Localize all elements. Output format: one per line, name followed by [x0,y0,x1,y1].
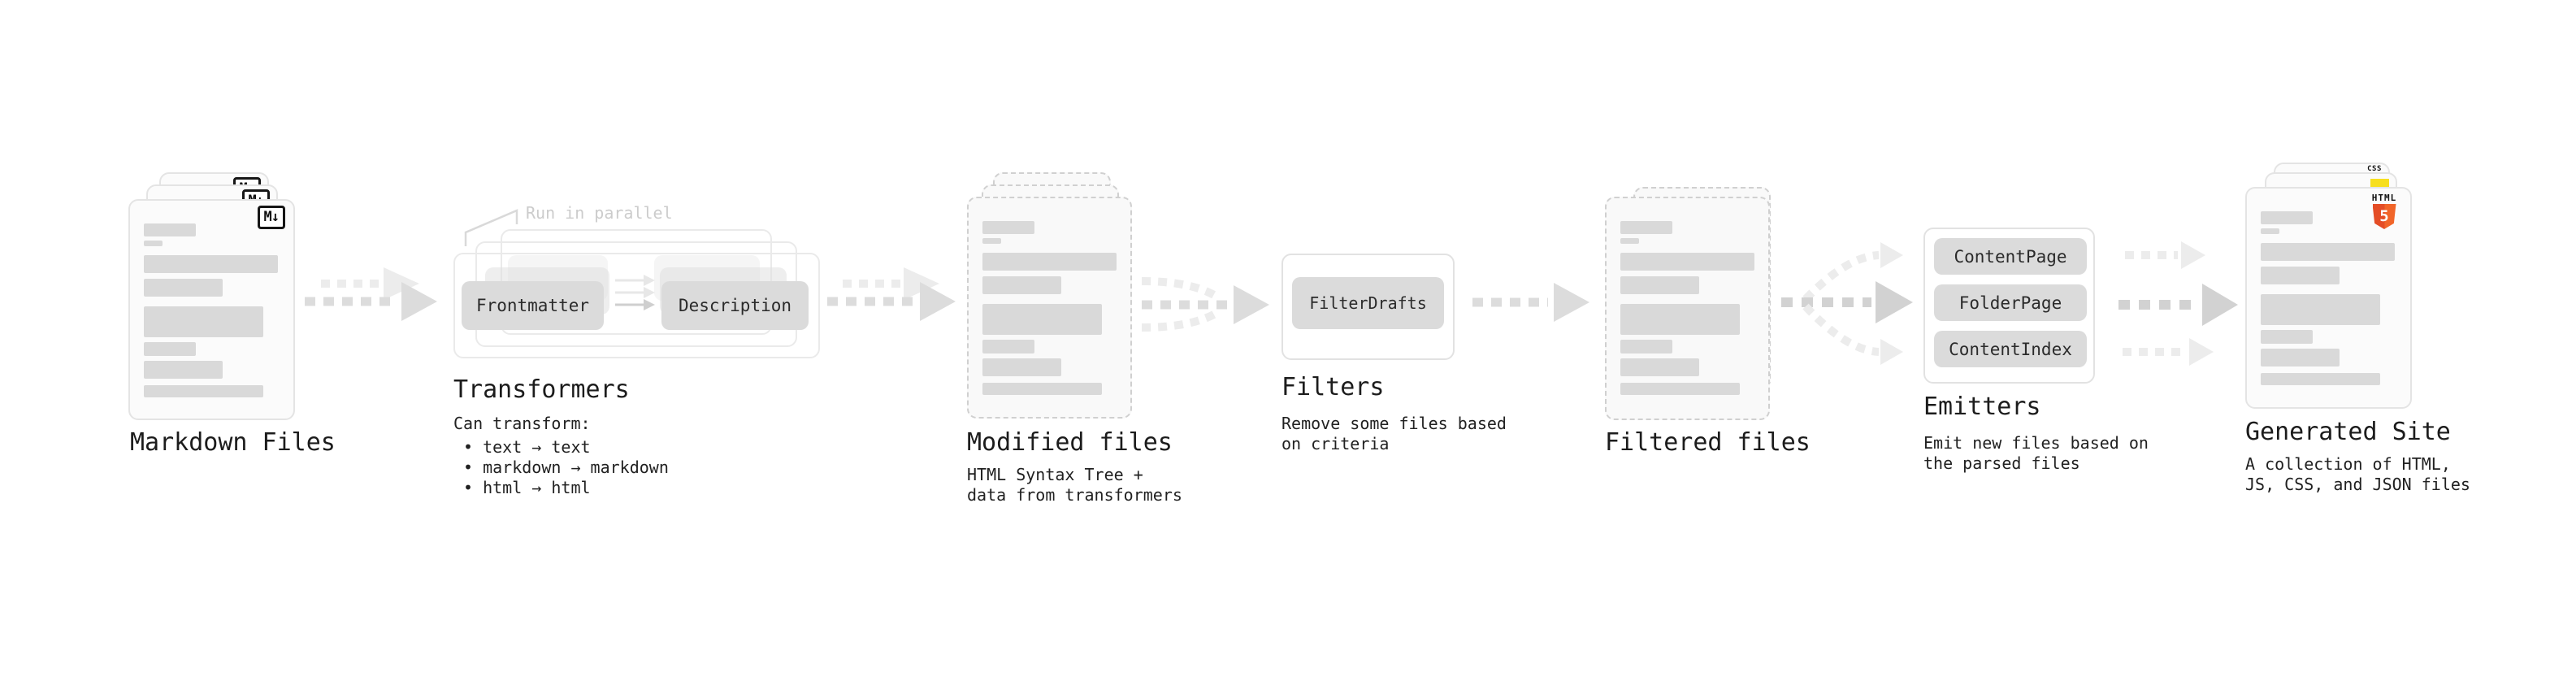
generated-file-card-front: HTML 5 [2245,187,2412,409]
placeholder-bar [982,253,1117,271]
placeholder-bar [2261,373,2380,385]
bullet-item: • html → html [463,478,591,497]
placeholder-bar [2261,243,2395,261]
generated-site-desc: A collection of HTML, JS, CSS, and JSON … [2245,454,2470,495]
modified-file-card-front [967,197,1132,419]
markdown-file-card-front: M↓ [128,199,295,420]
node-description: Description [661,281,809,330]
html5-icon-label: HTML [2371,193,2397,203]
transformers-bullet-list: • text → text • markdown → markdown • ht… [453,437,669,498]
arrow-filters-to-filtered [1472,283,1589,322]
transformers-desc-title: Can transform: [453,414,591,433]
html5-icon: HTML 5 [2366,193,2402,229]
file-content-placeholder [1620,221,1754,395]
node-filter-drafts: FilterDrafts [1292,277,1444,329]
placeholder-bar [982,221,1034,234]
arrow-markdown-to-transformers [305,267,437,321]
node-frontmatter: Frontmatter [462,281,604,330]
filters-desc: Remove some files based on criteria [1281,414,1507,454]
stage-label-transformers: Transformers [453,375,630,404]
emitters-box [1923,228,2095,384]
placeholder-bar [2261,211,2313,224]
placeholder-bar [144,361,223,379]
arrow-emitters-to-generated [2118,241,2238,366]
placeholder-bar [1620,276,1699,294]
transformer-box-front [453,253,820,358]
desc-line: data from transformers [967,485,1182,505]
filtered-file-card-front [1605,197,1770,420]
html5-icon-number: 5 [2379,207,2389,225]
desc-line: Emit new files based on [1923,433,2149,453]
stage-label-modified-files: Modified files [967,428,1173,457]
placeholder-bar [1620,340,1672,354]
arrow-transformers-to-modified [827,267,956,321]
stage-label-generated-site: Generated Site [2245,418,2451,446]
placeholder-bar [2261,267,2340,284]
arrow-filtered-to-emitters [1781,242,1913,365]
desc-line: HTML Syntax Tree + [967,465,1143,484]
placeholder-bar [982,238,1001,244]
placeholder-bar [144,342,196,356]
placeholder-bar [144,223,196,236]
placeholder-bar [982,358,1061,376]
file-content-placeholder [2261,211,2395,385]
node-folder-page: FolderPage [1934,284,2087,321]
placeholder-bar [2261,349,2340,367]
placeholder-bar [144,279,223,297]
placeholder-bar [2261,228,2279,234]
desc-line: JS, CSS, and JSON files [2245,475,2470,494]
stage-label-markdown-files: Markdown Files [130,428,336,457]
placeholder-bar [144,241,163,246]
stage-label-filtered-files: Filtered files [1605,428,1811,457]
placeholder-bar [982,276,1061,294]
placeholder-bar [144,306,263,337]
placeholder-bar [982,304,1102,335]
desc-line: Remove some files based [1281,414,1507,433]
file-content-placeholder [982,221,1117,395]
markdown-icon: M↓ [257,206,285,229]
stage-label-filters: Filters [1281,373,1385,401]
bullet-item: • text → text [463,437,591,457]
placeholder-bar [144,385,263,397]
emitters-desc: Emit new files based on the parsed files [1923,433,2149,474]
run-in-parallel-note: Run in parallel [526,203,673,223]
js-icon [2370,179,2389,189]
file-content-placeholder [144,223,278,397]
placeholder-bar [1620,221,1672,234]
bullet-item: • markdown → markdown [463,458,669,477]
stage-label-emitters: Emitters [1923,393,2041,421]
node-content-page: ContentPage [1934,238,2087,275]
placeholder-bar [2261,330,2313,344]
desc-line: on criteria [1281,434,1390,453]
placeholder-bar [1620,253,1754,271]
placeholder-bar [1620,358,1699,376]
placeholder-bar [1620,238,1639,244]
node-content-index: ContentIndex [1934,331,2087,367]
filters-box [1281,254,1455,360]
note-leader-line [464,209,518,246]
desc-line: the parsed files [1923,453,2080,473]
desc-line: A collection of HTML, [2245,454,2451,474]
placeholder-bar [1620,304,1740,335]
placeholder-bar [982,383,1102,395]
placeholder-bar [1620,383,1740,395]
modified-files-desc: HTML Syntax Tree + data from transformer… [967,465,1182,505]
arrow-frontmatter-to-description [615,275,655,310]
placeholder-bar [144,255,278,273]
placeholder-bar [2261,294,2380,325]
placeholder-bar [982,340,1034,354]
css-icon-label: CSS [2367,165,2382,173]
arrow-modified-to-filters [1141,277,1269,332]
